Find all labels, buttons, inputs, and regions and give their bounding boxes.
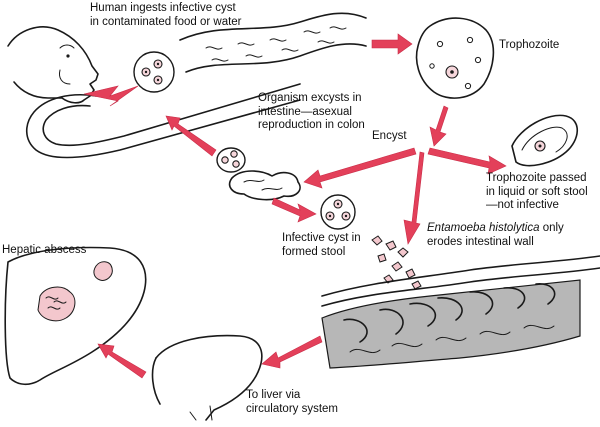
label-to-liver: To liver via circulatory system bbox=[246, 389, 339, 415]
arrow-back-to-head bbox=[165, 115, 217, 157]
arrows bbox=[83, 33, 507, 379]
label-entamoeba: Entamoeba histolytica only erodes intest… bbox=[427, 222, 564, 249]
label-encyst: Encyst bbox=[372, 130, 407, 142]
arrow-to-infective-cyst bbox=[271, 197, 317, 223]
label-erodes: erodes intestinal wall bbox=[427, 235, 534, 248]
arrow-to-wall bbox=[403, 151, 425, 245]
colon-wall-icon bbox=[321, 255, 600, 369]
arrow-to-abscess bbox=[97, 343, 147, 379]
arrow-encyst bbox=[429, 105, 449, 147]
arrow-to-liver bbox=[261, 335, 323, 369]
erosion-fragments-icon bbox=[371, 235, 422, 290]
arrow-to-passed bbox=[427, 147, 507, 175]
trophozoite-passed-icon bbox=[511, 114, 579, 167]
label-hepatic-abscess: Hepatic abscess bbox=[2, 244, 87, 256]
label-trophozoite: Trophozoite bbox=[499, 39, 560, 51]
human-head-icon bbox=[7, 26, 301, 159]
label-ingests: Human ingests infective cyst in contamin… bbox=[90, 2, 242, 28]
label-infective-cyst: Infective cyst in formed stool bbox=[282, 232, 361, 258]
liver-icon bbox=[151, 334, 263, 421]
trophozoite-icon bbox=[415, 17, 495, 99]
label-excysts: Organism excysts in intestine—asexual re… bbox=[258, 92, 365, 131]
intestine-icon bbox=[179, 12, 367, 73]
label-entamoeba-only: only bbox=[539, 222, 564, 234]
arrow-to-trophozoite bbox=[371, 33, 413, 55]
arrow-ingest bbox=[83, 85, 139, 107]
cyst-ingested-icon bbox=[133, 51, 175, 93]
arrow-to-excysting bbox=[303, 147, 417, 189]
label-trophozoite-passed: Trophozoite passed in liquid or soft sto… bbox=[486, 172, 588, 211]
cyst-transit-icon bbox=[216, 147, 246, 173]
infective-cyst-icon bbox=[320, 194, 356, 230]
excysting-organism-icon bbox=[228, 170, 301, 201]
liver-abscess-icon bbox=[4, 246, 147, 386]
label-entamoeba-species: Entamoeba histolytica bbox=[427, 222, 540, 234]
